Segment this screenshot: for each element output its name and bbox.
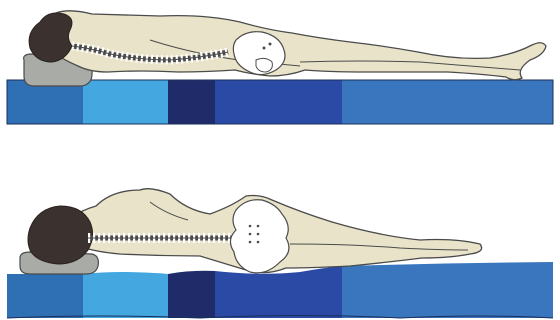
sacrum-dot <box>257 233 260 236</box>
sacrum-dot <box>257 241 260 244</box>
femur-head <box>256 58 272 72</box>
mattress-zone-head <box>7 274 83 318</box>
mattress-zone-shoulder <box>83 80 168 124</box>
mattress-supine <box>7 80 553 124</box>
sacrum-dot <box>269 43 272 46</box>
mattress-zone-shoulder <box>83 272 168 318</box>
mattress-zone-hip <box>215 80 342 124</box>
panel-side <box>7 189 553 318</box>
sacrum-dot <box>263 47 266 50</box>
mattress-zone-hip <box>215 266 342 318</box>
pelvis-bone <box>230 200 288 273</box>
sacrum-dot <box>249 241 252 244</box>
panel-supine <box>7 11 553 124</box>
mattress-zone-lumbar <box>168 80 215 124</box>
sacrum-dot <box>249 233 252 236</box>
body-silhouette <box>44 11 546 80</box>
sacrum-dot <box>257 225 260 228</box>
mattress-zone-lumbar <box>168 271 215 318</box>
mattress-zone-legs <box>342 262 553 318</box>
hair <box>28 206 93 264</box>
sacrum-dot <box>249 225 252 228</box>
pelvis-side <box>230 200 288 273</box>
hair <box>29 13 72 62</box>
mattress-zone-legs <box>342 80 553 124</box>
